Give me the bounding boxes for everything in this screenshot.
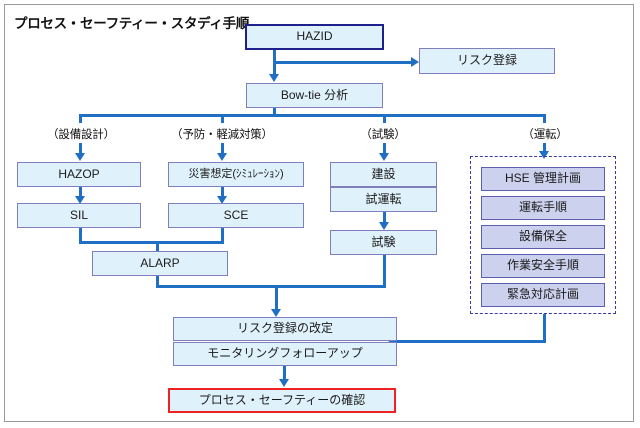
hse-item-emergency-response-plan[interactable]: 緊急対応計画 <box>481 283 605 307</box>
connector-to-hse-group <box>543 143 546 153</box>
connector-disaster-sim-to-sce <box>221 187 224 198</box>
arrowhead-to-sce <box>217 196 227 204</box>
diagram-title: プロセス・セーフティー・スタディ手順 <box>14 16 250 31</box>
connector-to-disaster-sim <box>221 143 224 155</box>
branch-label-prevention-mitigation: （予防・軽減対策） <box>171 129 273 141</box>
connector-branch-bus <box>79 114 546 117</box>
node-risk-register-revision[interactable]: リスク登録の改定 <box>173 317 397 341</box>
node-hazid[interactable]: HAZID <box>245 24 384 50</box>
connector-hazop-to-sil <box>79 187 82 198</box>
connector-hse-feedback-down <box>543 314 546 342</box>
branch-label-testing: （試験） <box>360 129 406 141</box>
connector-join-to-revision <box>275 285 278 311</box>
node-disaster-sim[interactable]: 災害想定(ｼﾐｭﾚｰｼｮﾝ) <box>168 162 304 187</box>
arrowhead-hse-feedback <box>388 336 396 346</box>
node-commissioning[interactable]: 試運転 <box>330 187 437 212</box>
connector-bowtie-to-bus <box>273 108 276 116</box>
node-alarp[interactable]: ALARP <box>92 251 228 276</box>
arrowhead-to-risk-register <box>411 57 419 67</box>
connector-monitoring-to-confirm <box>283 366 286 380</box>
connector-testing-left <box>156 285 386 288</box>
connector-hazid-to-bowtie <box>273 50 276 76</box>
branch-label-operation: （運転） <box>522 129 568 141</box>
node-sce[interactable]: SCE <box>168 203 304 228</box>
arrowhead-to-testing <box>379 222 389 230</box>
arrowhead-to-confirm <box>279 379 289 387</box>
node-risk-register[interactable]: リスク登録 <box>419 48 555 74</box>
node-sil[interactable]: SIL <box>17 203 141 228</box>
node-construction[interactable]: 建設 <box>330 162 437 187</box>
arrowhead-to-hse-group <box>539 151 549 159</box>
connector-to-construction <box>383 143 386 155</box>
hse-item-operating-procedure[interactable]: 運転手順 <box>481 196 605 220</box>
hse-item-equipment-maintenance[interactable]: 設備保全 <box>481 225 605 249</box>
node-monitoring-followup[interactable]: モニタリングフォローアップ <box>173 342 397 366</box>
branch-label-equipment-design: （設備設計） <box>47 129 115 141</box>
arrowhead-to-bowtie <box>269 74 279 82</box>
connector-hazid-to-risk-register <box>273 61 413 64</box>
hse-item-management-plan[interactable]: HSE 管理計画 <box>481 167 605 191</box>
connector-sce-down <box>221 228 224 244</box>
arrowhead-to-revision <box>271 309 281 317</box>
connector-to-hazop <box>79 143 82 155</box>
connector-commissioning-to-testing <box>383 212 386 225</box>
connector-bus-drop-3 <box>383 114 386 123</box>
connector-sil-down <box>79 228 82 244</box>
node-testing[interactable]: 試験 <box>330 230 437 255</box>
hse-group-container <box>470 156 616 314</box>
connector-merge-to-alarp <box>79 241 224 244</box>
arrowhead-to-construction <box>379 153 389 161</box>
arrowhead-to-sil <box>75 196 85 204</box>
arrowhead-to-disaster-sim <box>217 153 227 161</box>
node-process-safety-confirm[interactable]: プロセス・セーフティーの確認 <box>168 388 396 413</box>
arrowhead-to-hazop <box>75 153 85 161</box>
node-hazop[interactable]: HAZOP <box>17 162 141 187</box>
connector-hse-feedback-left <box>396 340 546 343</box>
connector-bus-drop-4 <box>543 114 546 123</box>
connector-alarp-down <box>156 276 159 288</box>
connector-alarp-feed <box>156 241 159 253</box>
node-bowtie[interactable]: Bow-tie 分析 <box>246 83 383 108</box>
connector-bus-drop-1 <box>79 114 82 123</box>
hse-item-work-safety-procedure[interactable]: 作業安全手順 <box>481 254 605 278</box>
connector-testing-down <box>383 255 386 288</box>
connector-bus-drop-2 <box>221 114 224 123</box>
